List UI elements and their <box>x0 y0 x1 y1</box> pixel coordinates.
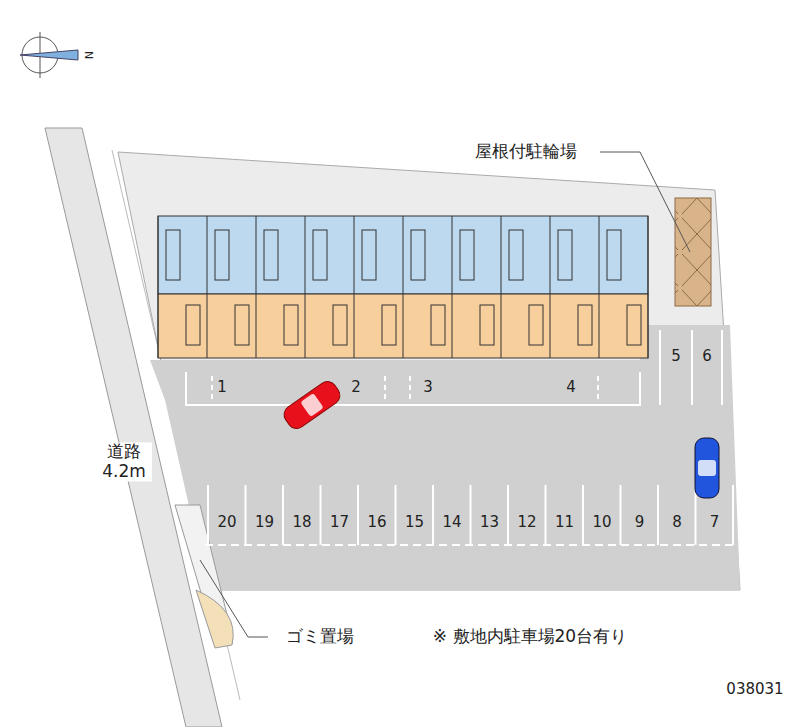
parking-number: 14 <box>442 514 461 531</box>
parking-number: 13 <box>480 514 499 531</box>
bay-line <box>657 485 659 545</box>
unit-room <box>529 305 543 345</box>
parking-number: 20 <box>217 514 236 531</box>
blue-car <box>695 438 719 498</box>
compass <box>20 32 78 78</box>
parking-number: 3 <box>423 379 433 396</box>
parking-number: 10 <box>592 514 611 531</box>
note: ※ 敷地内駐車場20台有り <box>433 627 627 647</box>
bay-line <box>395 485 397 545</box>
parking-number: 19 <box>255 514 274 531</box>
unit-wall <box>354 216 355 358</box>
bay-line <box>320 485 322 545</box>
unit-room <box>509 230 523 280</box>
bay-line <box>432 485 434 545</box>
unit-room <box>215 230 229 280</box>
bay-line <box>207 485 209 545</box>
parking-number: 8 <box>672 514 682 531</box>
parking-number: 6 <box>702 348 712 365</box>
unit-room <box>480 305 494 345</box>
parking-number: 16 <box>367 514 386 531</box>
unit-wall <box>403 216 404 358</box>
unit-room <box>578 305 592 345</box>
parking-number: 2 <box>351 379 361 396</box>
unit-wall <box>648 216 649 358</box>
unit-room <box>382 305 396 345</box>
parking-number: 5 <box>671 348 681 365</box>
leader-line <box>600 152 690 252</box>
unit-wall <box>305 216 306 358</box>
bay-line <box>545 485 547 545</box>
unit-room <box>558 230 572 280</box>
bay-line <box>507 485 509 545</box>
unit-wall <box>452 216 453 358</box>
map-code: 038031 <box>726 681 783 698</box>
parking-number: 18 <box>292 514 311 531</box>
bicycle-shelter <box>675 198 711 306</box>
unit-wall <box>256 216 257 358</box>
bay-line <box>357 485 359 545</box>
red-car <box>281 378 344 432</box>
compass-north: N <box>82 51 95 59</box>
unit-room <box>431 305 445 345</box>
map-label: 屋根付駐輪場 <box>475 142 577 162</box>
unit-room <box>460 230 474 280</box>
parking-number: 1 <box>217 379 227 396</box>
parking-number: 17 <box>330 514 349 531</box>
road-label: 道路 4.2m <box>96 442 152 481</box>
unit-room <box>333 305 347 345</box>
parking-number: 15 <box>405 514 424 531</box>
bay-line <box>620 485 622 545</box>
unit-wall <box>550 216 551 358</box>
unit-room <box>235 305 249 345</box>
unit-wall <box>158 216 159 358</box>
unit-room <box>627 305 641 345</box>
leader-line <box>200 560 268 637</box>
unit-wall <box>501 216 502 358</box>
unit-room <box>362 230 376 280</box>
unit-room <box>607 230 621 280</box>
bay-line <box>582 485 584 545</box>
parking-number: 7 <box>710 514 720 531</box>
parking-number: 4 <box>566 379 576 396</box>
building <box>158 216 648 358</box>
unit-room <box>411 230 425 280</box>
unit-room <box>186 305 200 345</box>
parking-number: 11 <box>555 514 574 531</box>
bay-line <box>470 485 472 545</box>
bay-line <box>282 485 284 545</box>
bay-line <box>245 485 247 545</box>
site-ground <box>118 152 740 590</box>
parking-lines <box>186 330 735 545</box>
parking-number: 9 <box>635 514 645 531</box>
garbage-shelter <box>196 590 233 648</box>
unit-room <box>313 230 327 280</box>
parking-area <box>150 325 740 590</box>
unit-room <box>284 305 298 345</box>
map-label: ゴミ置場 <box>286 627 354 647</box>
unit-room <box>264 230 278 280</box>
unit-wall <box>207 216 208 358</box>
unit-room <box>166 230 180 280</box>
bay-line <box>732 485 734 545</box>
parking-number: 12 <box>517 514 536 531</box>
unit-wall <box>599 216 600 358</box>
